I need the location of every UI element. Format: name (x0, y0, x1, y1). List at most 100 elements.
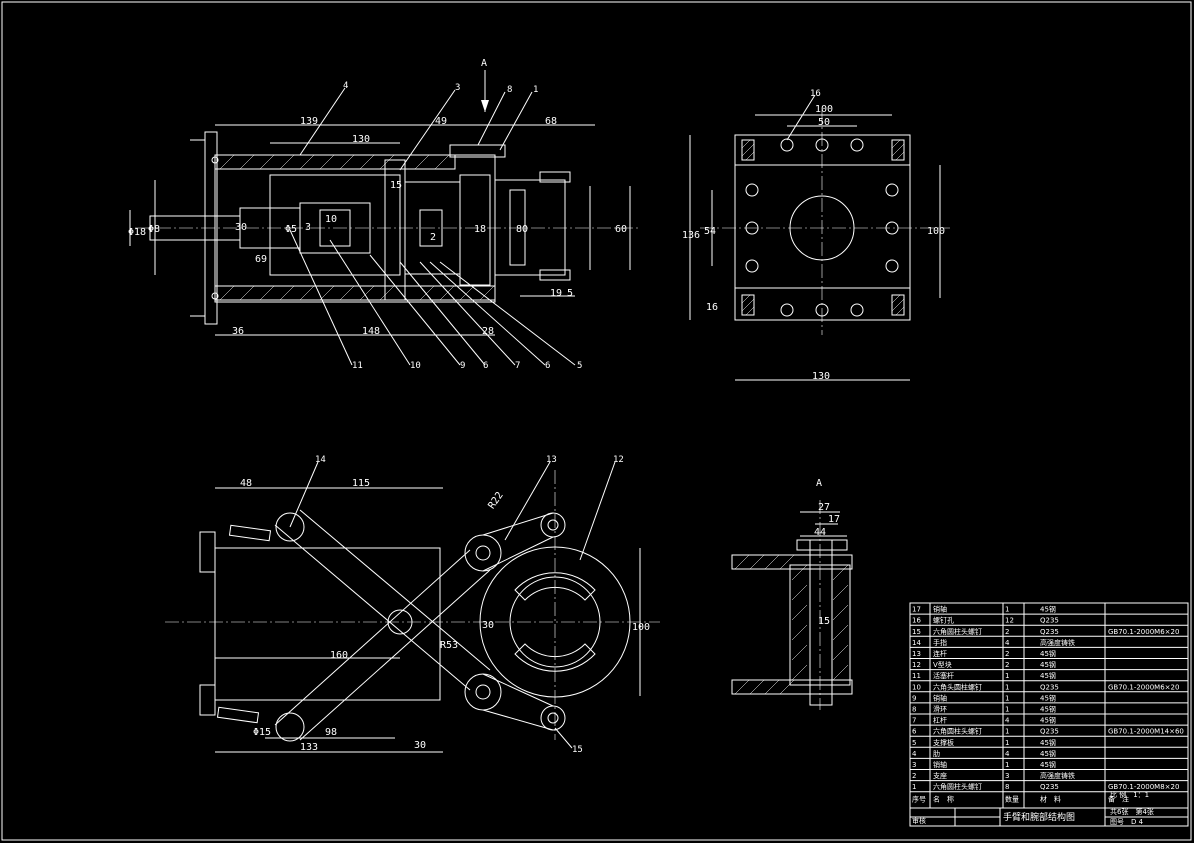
parts-cell-qty: 1 (1005, 672, 1009, 680)
parts-cell-no: 15 (912, 628, 921, 636)
design-label: 审核 (912, 816, 926, 825)
parts-cell-qty: 3 (1005, 772, 1009, 780)
parts-cell-mat: 45钢 (1040, 738, 1056, 747)
parts-cell-qty: 2 (1005, 661, 1009, 669)
parts-cell-no: 13 (912, 650, 921, 658)
parts-cell-mat: Q235 (1040, 783, 1059, 791)
parts-cell-name: 六角圆柱头螺钉 (933, 727, 982, 736)
section-mark-a: A (481, 58, 487, 69)
dim-r53: R53 (440, 640, 458, 651)
parts-cell-no: 12 (912, 661, 921, 669)
parts-cell-no: 4 (912, 750, 917, 758)
parts-cell-name: 螺钉孔 (933, 616, 954, 625)
parts-cell-name: 杠杆 (933, 716, 947, 725)
parts-cell-no: 11 (912, 672, 921, 680)
balloon-14: 14 (315, 455, 326, 465)
balloon-8: 8 (507, 85, 512, 95)
front-view: 139 130 49 68 15 69 30 10 80 60 18 19 5 … (128, 58, 640, 371)
parts-cell-qty: 4 (1005, 750, 1010, 758)
parts-cell-note: GB70.1-2000M6×20 (1108, 683, 1179, 691)
parts-cell-mat: Q235 (1040, 683, 1059, 691)
parts-cell-mat: 45钢 (1040, 649, 1056, 658)
parts-cell-mat: 45钢 (1040, 660, 1056, 669)
balloon-7: 7 (515, 361, 520, 371)
parts-header-qty: 数量 (1005, 794, 1019, 803)
dim-115: 115 (352, 478, 370, 489)
dim-bottom-30a: 30 (482, 620, 494, 631)
dim-r22: R22 (486, 490, 505, 511)
dim-side-100b: 100 (927, 226, 945, 237)
bottom-view: 48 115 R22 100 R53 160 30 98 133 30 Φ15 … (165, 455, 660, 755)
parts-cell-qty: 12 (1005, 617, 1014, 625)
dim-133: 133 (300, 742, 318, 753)
parts-cell-qty: 1 (1005, 706, 1009, 714)
balloon-16: 16 (810, 89, 821, 99)
dim-side-50: 50 (818, 117, 830, 128)
parts-header-note: 备 注 (1108, 794, 1129, 803)
dim-sec-17: 17 (828, 514, 840, 525)
parts-cell-mat: 45钢 (1040, 760, 1056, 769)
parts-cell-qty: 4 (1005, 717, 1010, 725)
dim-49: 49 (435, 116, 447, 127)
dim-side-130: 130 (812, 371, 830, 382)
parts-cell-name: 滑环 (933, 705, 947, 714)
scale-label: 比 例 1：1 (1110, 790, 1149, 799)
section-view-title: A (816, 478, 822, 489)
parts-cell-qty: 1 (1005, 739, 1009, 747)
dim-80: 80 (516, 224, 528, 235)
dim-side-136: 136 (682, 230, 700, 241)
dim-68: 68 (545, 116, 557, 127)
parts-cell-name: 活塞杆 (933, 671, 954, 680)
parts-cell-name: 肋 (933, 749, 940, 758)
dim-sec-15: 15 (818, 616, 830, 627)
parts-cell-note: GB70.1-2000M8×20 (1108, 783, 1179, 791)
parts-cell-no: 9 (912, 694, 916, 702)
parts-cell-no: 2 (912, 772, 916, 780)
dim-side-16: 16 (706, 302, 718, 313)
parts-cell-qty: 1 (1005, 728, 1009, 736)
dim-bottom-30b: 30 (414, 740, 426, 751)
dim-30: 30 (235, 222, 247, 233)
drawing-title: 手臂和腕部结构图 (1003, 811, 1075, 823)
parts-cell-note: GB70.1-2000M6×20 (1108, 628, 1179, 636)
parts-cell-mat: 45钢 (1040, 671, 1056, 680)
parts-cell-no: 1 (912, 783, 916, 791)
balloon-1: 1 (533, 85, 538, 95)
dim-phi8: Φ8 (148, 224, 160, 235)
dim-19: 19 (550, 288, 562, 299)
parts-header-name: 名 称 (933, 794, 954, 803)
balloon-9: 9 (460, 361, 465, 371)
parts-cell-no: 10 (912, 683, 921, 691)
dim-60: 60 (615, 224, 627, 235)
parts-cell-no: 5 (912, 739, 916, 747)
balloon-11: 11 (352, 361, 363, 371)
parts-cell-name: 销轴 (933, 693, 947, 702)
sheets-label: 共6张 第4张 (1110, 807, 1154, 816)
dim-28: 28 (482, 326, 494, 337)
parts-cell-no: 17 (912, 606, 921, 614)
parts-cell-mat: Q235 (1040, 728, 1059, 736)
dim-148: 148 (362, 326, 380, 337)
dim-sec-44: 44 (814, 527, 826, 538)
parts-cell-qty: 2 (1005, 650, 1009, 658)
dim-5: 5 (567, 288, 573, 299)
parts-cell-qty: 8 (1005, 783, 1009, 791)
section-view-a: A 27 17 44 15 (731, 478, 853, 710)
balloon-4: 4 (343, 81, 348, 91)
parts-cell-mat: 45钢 (1040, 749, 1056, 758)
parts-cell-name: 六角头圆柱螺钉 (933, 682, 982, 691)
parts-header-no: 序号 (912, 794, 926, 803)
parts-cell-qty: 1 (1005, 694, 1009, 702)
dim-side-100a: 100 (815, 104, 833, 115)
balloon-5: 5 (577, 361, 582, 371)
parts-cell-qty: 1 (1005, 761, 1009, 769)
balloon-3: 3 (455, 83, 460, 93)
dim-phi5: Φ5 (285, 224, 297, 235)
parts-cell-mat: 45钢 (1040, 605, 1056, 614)
parts-cell-mat: 高强度铸铁 (1040, 771, 1075, 780)
parts-cell-qty: 1 (1005, 683, 1009, 691)
parts-cell-qty: 4 (1005, 639, 1010, 647)
parts-cell-no: 3 (912, 761, 916, 769)
